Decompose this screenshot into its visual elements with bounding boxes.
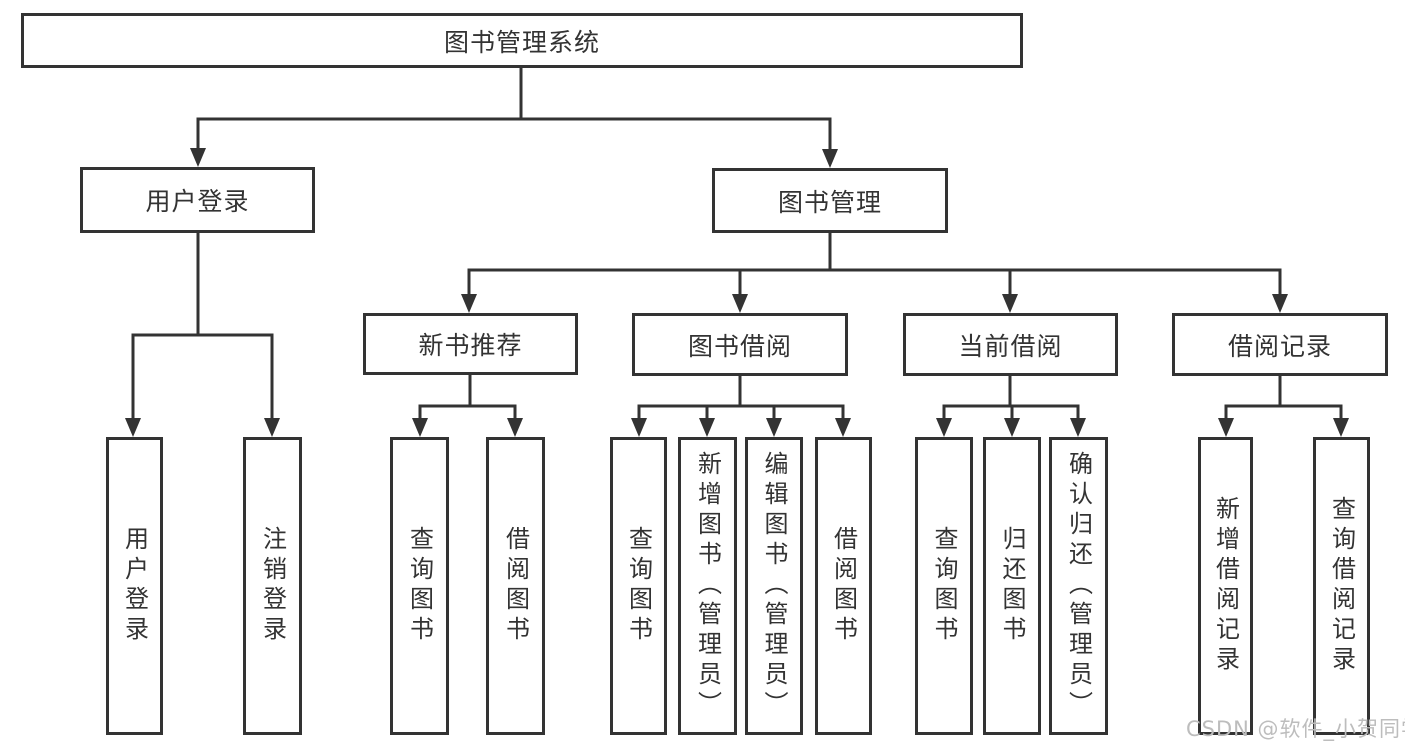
leaf-borrow-books: 借阅图书: [815, 437, 872, 735]
node-current-borrowing: 当前借阅: [903, 313, 1118, 376]
leaf-logout: 注销登录: [243, 437, 302, 735]
leaf-user-login: 用户登录: [106, 437, 163, 735]
leaf-add-borrow-record: 新增借阅记录: [1198, 437, 1253, 735]
arrowhead-down-icon: [835, 418, 851, 437]
arrowhead-down-icon: [1070, 418, 1086, 437]
csdn-watermark: CSDN @软件_小贺同学: [1186, 717, 1405, 741]
arrowhead-down-icon: [264, 418, 280, 437]
arrowhead-down-icon: [732, 294, 748, 313]
node-book-borrowing: 图书借阅: [632, 313, 848, 376]
arrowhead-down-icon: [699, 418, 715, 437]
node-book-management: 图书管理: [712, 168, 948, 233]
leaf-return-books: 归还图书: [983, 437, 1041, 735]
arrowhead-down-icon: [766, 418, 782, 437]
arrowhead-down-icon: [190, 148, 206, 167]
node-root-library-system: 图书管理系统: [21, 13, 1023, 68]
node-user-login: 用户登录: [80, 167, 315, 233]
arrowhead-down-icon: [412, 418, 428, 437]
leaf-query-books-borrowing: 查询图书: [610, 437, 667, 735]
arrowhead-down-icon: [936, 418, 952, 437]
arrowhead-down-icon: [1004, 418, 1020, 437]
leaf-query-borrow-record: 查询借阅记录: [1313, 437, 1370, 735]
arrowhead-down-icon: [1002, 294, 1018, 313]
leaf-query-books-current: 查询图书: [915, 437, 973, 735]
node-new-book-recommend: 新书推荐: [363, 313, 578, 375]
arrowhead-down-icon: [461, 294, 477, 313]
node-borrow-records: 借阅记录: [1172, 313, 1388, 376]
leaf-query-books-recommend: 查询图书: [390, 437, 449, 735]
arrowhead-down-icon: [1218, 418, 1234, 437]
arrowhead-down-icon: [822, 149, 838, 168]
arrowhead-down-icon: [1272, 294, 1288, 313]
arrowhead-down-icon: [125, 418, 141, 437]
arrowhead-down-icon: [1333, 418, 1349, 437]
arrowhead-down-icon: [631, 418, 647, 437]
leaf-edit-books-admin: 编辑图书（管理员）: [745, 437, 803, 735]
arrowhead-down-icon: [507, 418, 523, 437]
leaf-add-books-admin: 新增图书（管理员）: [678, 437, 737, 735]
leaf-confirm-return-admin: 确认归还（管理员）: [1049, 437, 1108, 735]
leaf-borrow-books-recommend: 借阅图书: [486, 437, 545, 735]
